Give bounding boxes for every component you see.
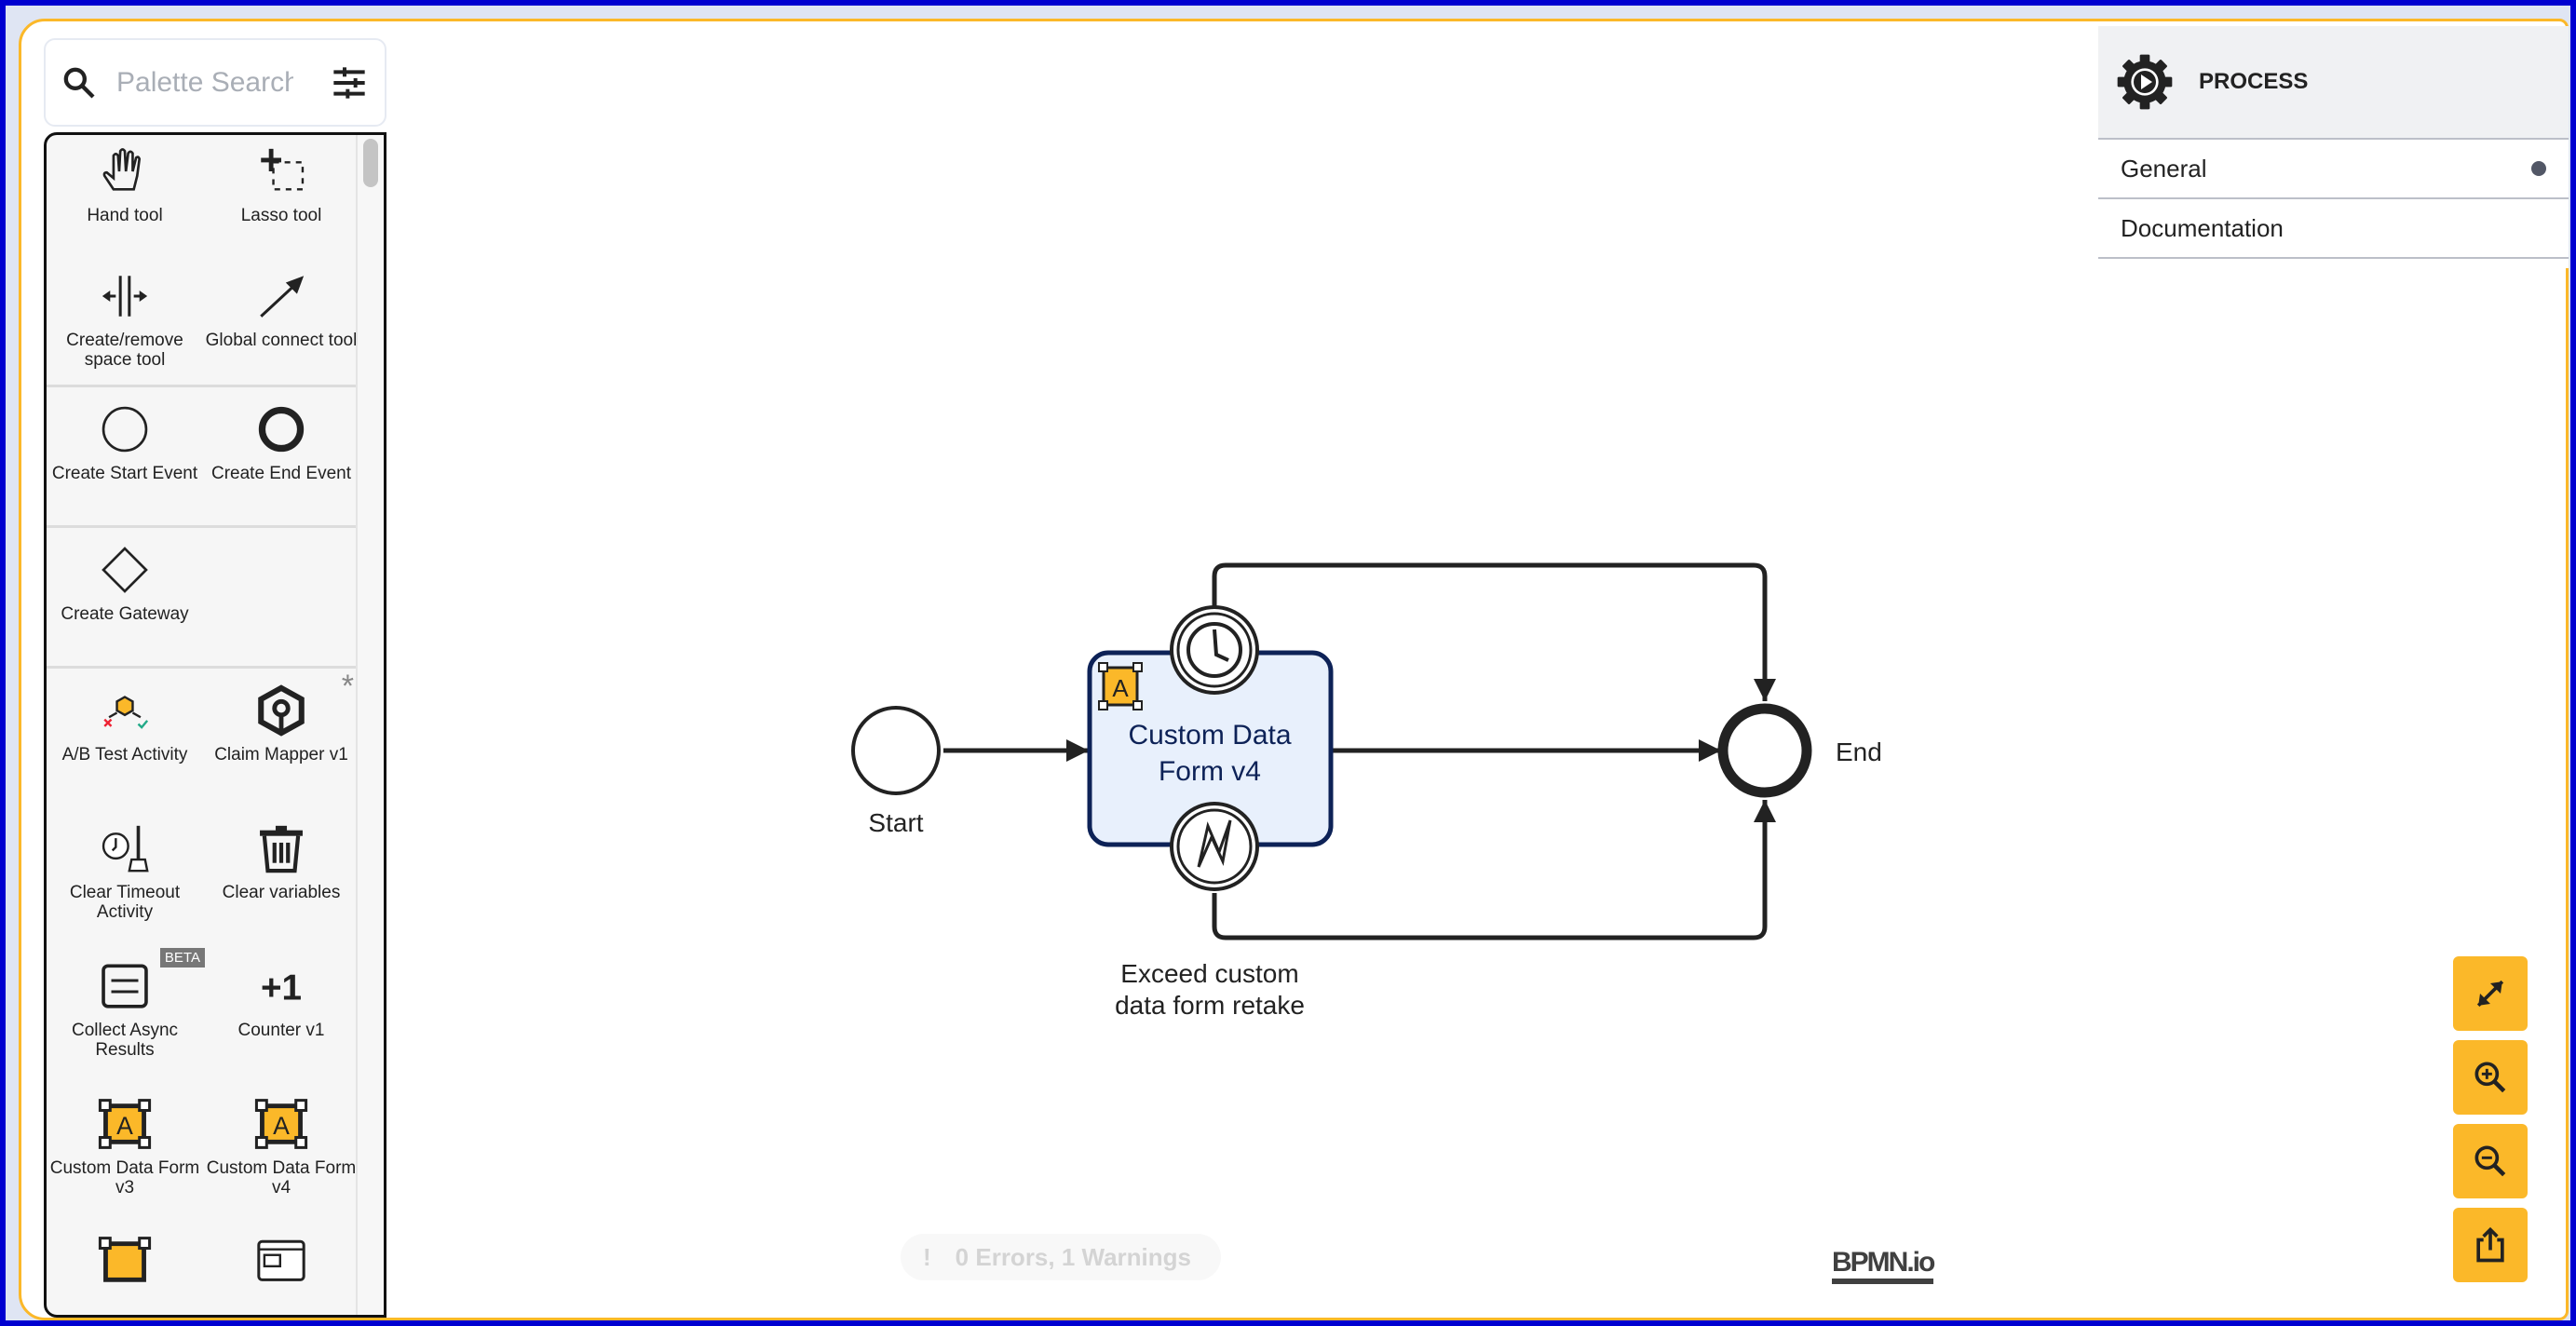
properties-panel: PROCESS General Documentation [2098, 26, 2569, 268]
section-label: General [2121, 154, 2207, 183]
hand-tool[interactable]: Hand tool [47, 135, 203, 260]
clear-variables[interactable]: Clear variables [203, 806, 359, 944]
palette: Hand tool Lasso tool Create/remove space… [44, 132, 386, 1318]
zoom-out-button[interactable] [2453, 1124, 2528, 1198]
space-tool-icon [102, 276, 148, 317]
end-event-label: End [1836, 737, 1882, 766]
clear-timeout-icon [102, 825, 149, 873]
svg-text:+1: +1 [261, 968, 302, 1008]
palette-group-gateways: Create Gateway [47, 528, 359, 669]
start-event-icon [102, 406, 148, 453]
create-start-event[interactable]: Create Start Event [47, 387, 203, 525]
trash-icon [260, 825, 303, 873]
space-tool[interactable]: Create/remove space tool [47, 260, 203, 385]
start-event-label: Start [868, 808, 923, 837]
palette-group-tools: Hand tool Lasso tool Create/remove space… [47, 135, 359, 387]
properties-title: PROCESS [2199, 69, 2309, 94]
bpmn-io-logo[interactable]: BPMN.io [1832, 1247, 1935, 1284]
lasso-icon [261, 148, 305, 191]
sequence-flow-error-to-end[interactable] [1212, 800, 1776, 940]
section-documentation[interactable]: Documentation [2098, 199, 2569, 259]
timer-boundary-event[interactable] [1170, 605, 1259, 695]
create-end-event[interactable]: Create End Event [203, 387, 359, 525]
sequence-flow-timer-to-end[interactable] [1212, 562, 1776, 701]
section-label: Documentation [2121, 213, 2284, 242]
export-button[interactable] [2453, 1208, 2528, 1282]
end-event-icon [258, 406, 305, 453]
filter-sliders-icon[interactable] [331, 64, 368, 101]
task-label-line1: Custom Data [1128, 720, 1291, 751]
boundary-label-line2: data form retake [1115, 991, 1305, 1020]
search-icon [63, 67, 95, 99]
process-gear-play-icon [2117, 54, 2173, 110]
palette-search [44, 38, 386, 127]
form-item-partial[interactable] [203, 1220, 359, 1292]
zoom-in-icon [2474, 1062, 2506, 1093]
custom-form-icon [98, 1237, 152, 1282]
custom-form-icon: A [98, 1099, 152, 1149]
marker-asterisk: * [341, 669, 354, 704]
warning-icon: ! [923, 1242, 931, 1271]
ab-test-activity[interactable]: A/B Test Activity [47, 669, 203, 806]
svg-text:A: A [1112, 674, 1129, 702]
global-connect-tool[interactable]: Global connect tool [203, 260, 359, 385]
create-gateway[interactable]: Create Gateway [47, 528, 203, 666]
issues-count: 0 Errors, 1 Warnings [955, 1242, 1192, 1271]
custom-data-form-partial[interactable] [47, 1220, 203, 1292]
custom-form-icon: A [254, 1099, 308, 1149]
share-export-icon [2476, 1226, 2504, 1263]
palette-scrollbar[interactable] [356, 135, 384, 1315]
palette-group-events: Create Start Event Create End Event [47, 387, 359, 528]
ab-test-icon [103, 696, 149, 729]
palette-search-input[interactable] [116, 66, 293, 99]
connect-arrow-icon [260, 276, 305, 318]
start-event[interactable] [851, 706, 941, 795]
bpmn-canvas[interactable]: Start A Custom Data Form v4 Exceed custo… [19, 19, 2569, 1320]
palette-group-custom: A/B Test Activity *Claim Mapper v1 Clear… [47, 669, 359, 1292]
gateway-icon [102, 547, 148, 593]
error-icon [1197, 819, 1232, 868]
zoom-in-button[interactable] [2453, 1040, 2528, 1115]
scrollbar-thumb[interactable] [363, 139, 378, 187]
svg-text:A: A [116, 1112, 133, 1140]
counter-icon: +1 [261, 968, 302, 1008]
zoom-out-icon [2474, 1145, 2506, 1177]
properties-header: PROCESS [2098, 26, 2569, 140]
svg-text:A: A [273, 1112, 290, 1140]
lasso-tool[interactable]: Lasso tool [203, 135, 359, 260]
linting-issues-button[interactable]: ! 0 Errors, 1 Warnings [901, 1234, 1221, 1280]
custom-form-marker-icon: A [1098, 662, 1143, 710]
clear-timeout-activity[interactable]: Clear Timeout Activity [47, 806, 203, 944]
task-label-line2: Form v4 [1159, 756, 1261, 787]
beta-badge: BETA [159, 948, 205, 967]
collect-async-icon [102, 964, 148, 1008]
section-general[interactable]: General [2098, 140, 2569, 199]
end-event[interactable] [1717, 703, 1812, 798]
boundary-label-line1: Exceed custom [1120, 959, 1298, 988]
hand-icon [102, 148, 142, 191]
data-indicator-dot [2531, 161, 2546, 176]
fit-viewport-button[interactable] [2453, 956, 2528, 1031]
error-boundary-event[interactable] [1170, 802, 1259, 891]
claim-mapper-v1[interactable]: *Claim Mapper v1 [214, 669, 354, 764]
clock-icon [1186, 622, 1242, 678]
expand-arrows-icon [2476, 980, 2504, 1008]
form-window-icon [257, 1239, 305, 1281]
claim-mapper-icon [258, 684, 305, 737]
bpmn-diagram[interactable]: Start A Custom Data Form v4 Exceed custo… [21, 21, 2564, 1316]
